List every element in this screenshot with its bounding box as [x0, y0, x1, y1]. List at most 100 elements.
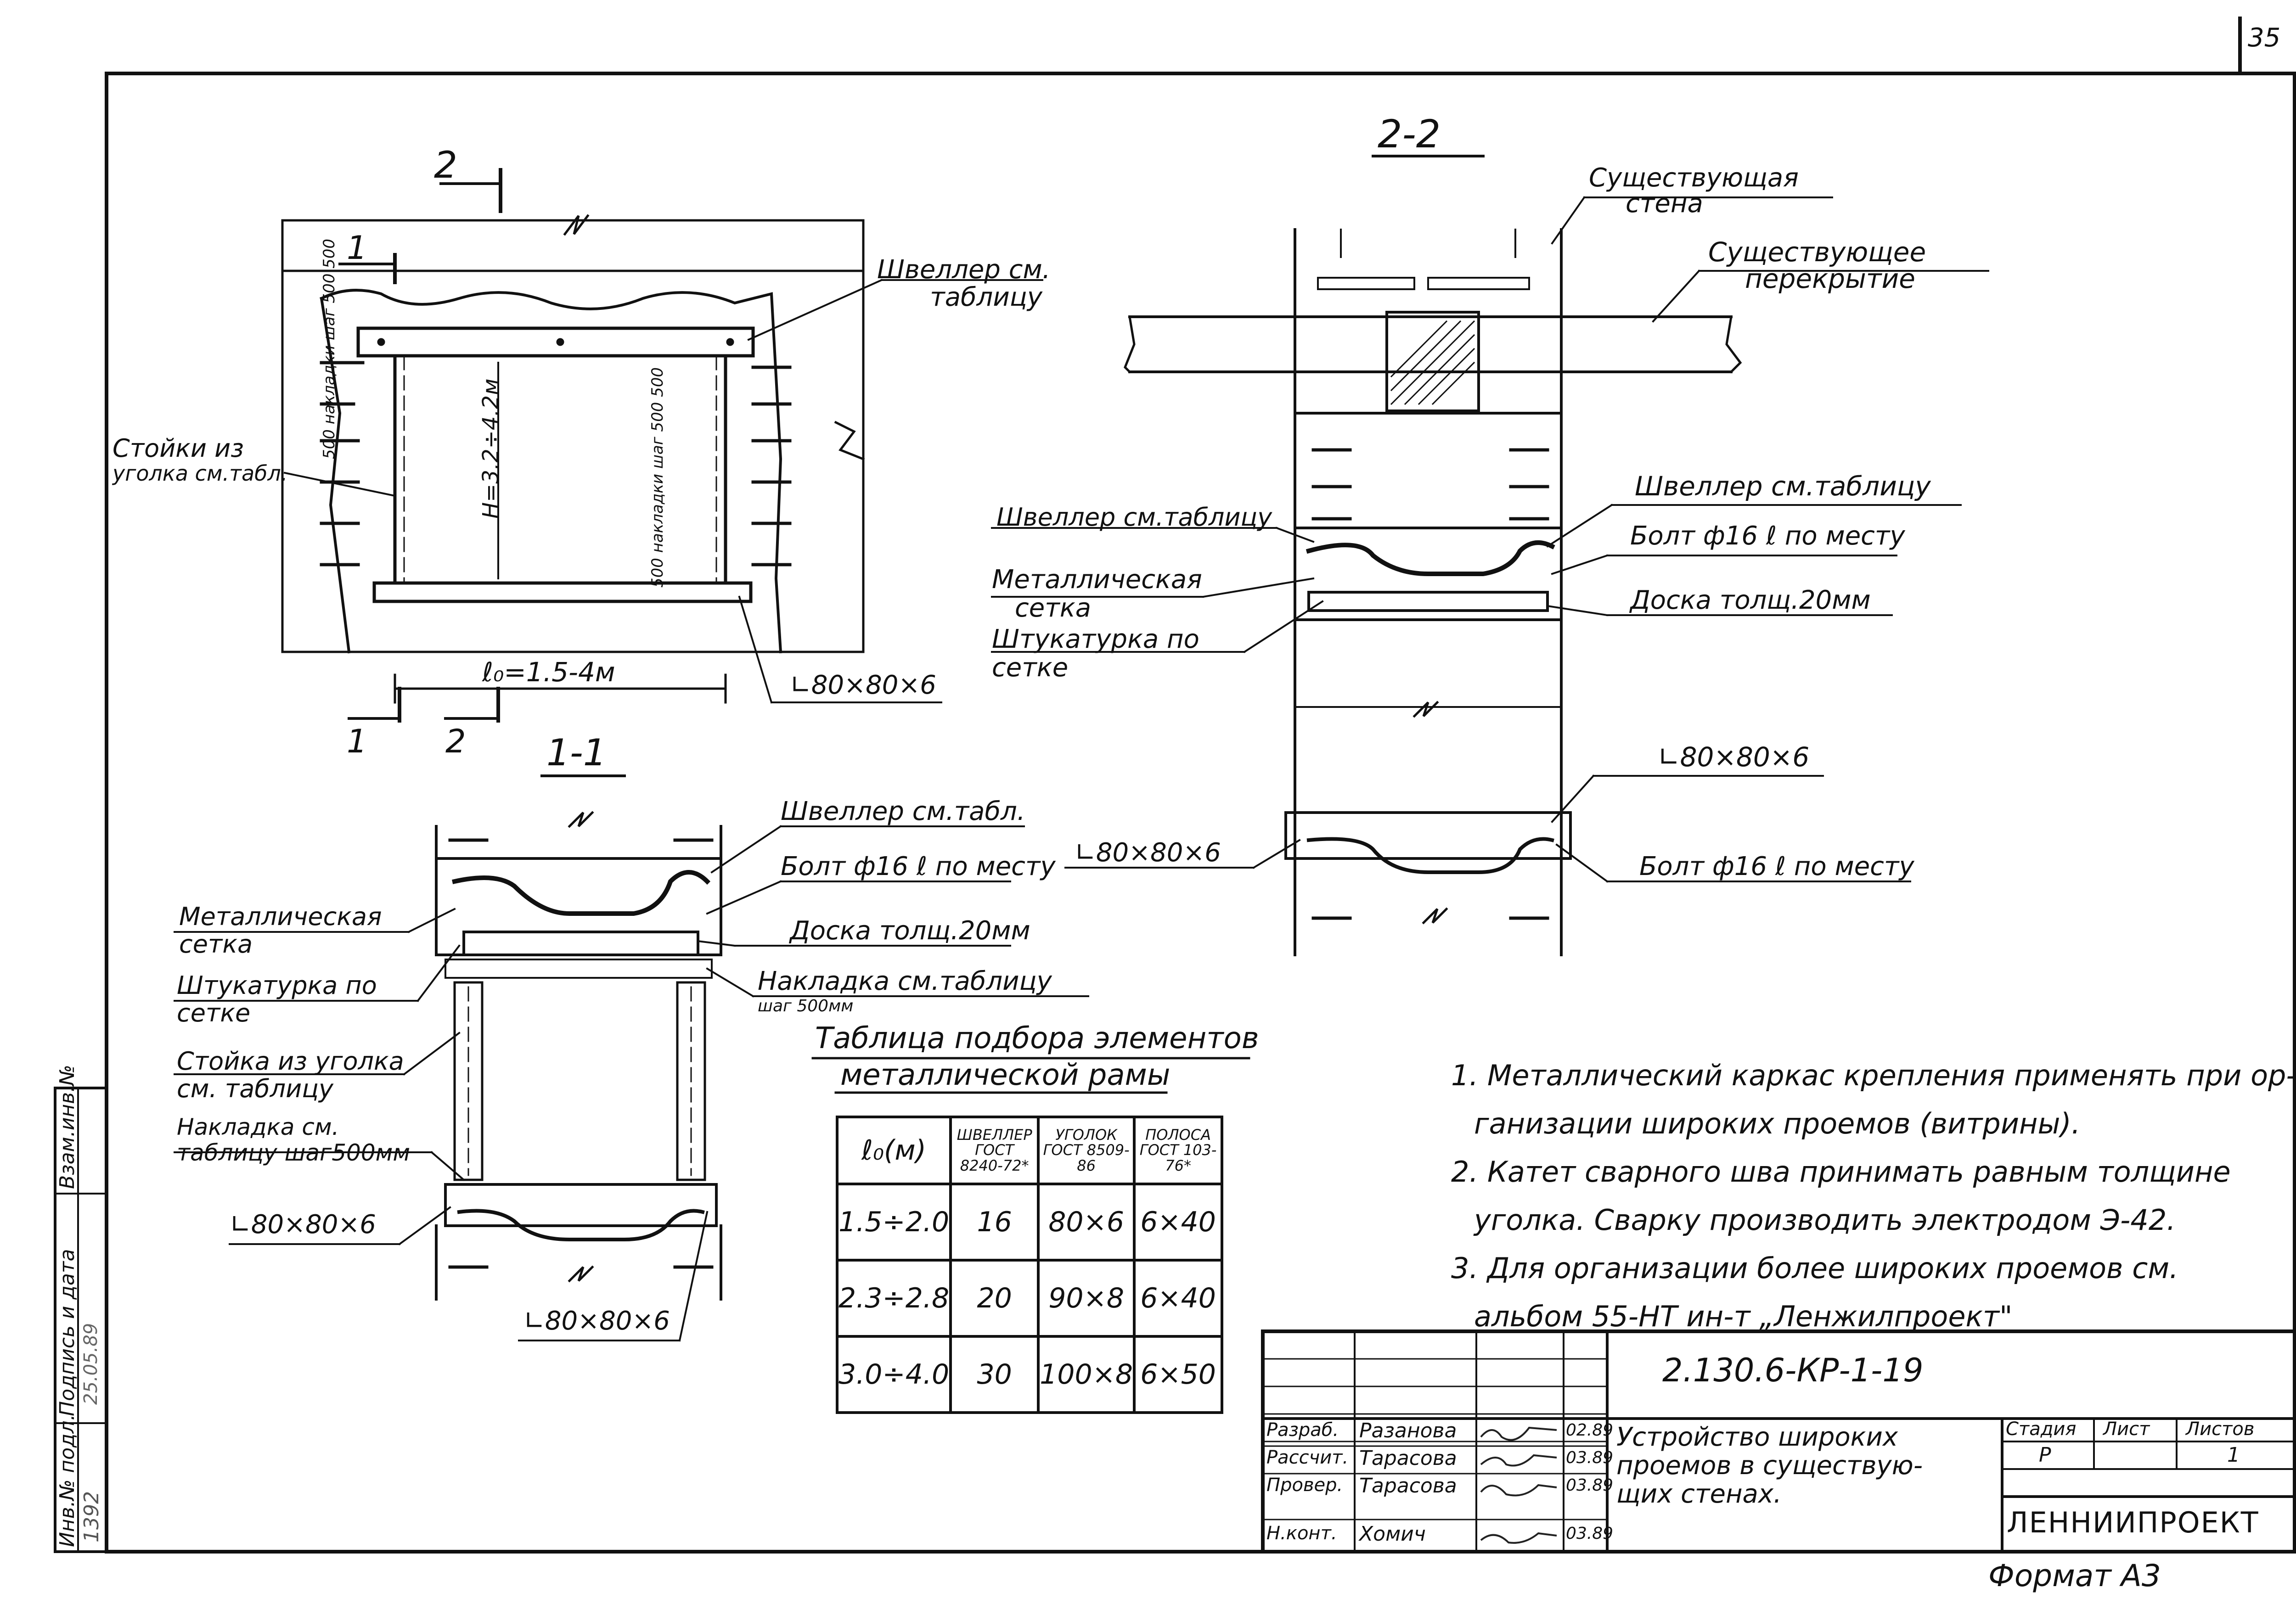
note-line: 3. Для организации более широких проемов…: [1451, 1251, 2178, 1285]
selection-table-title-line1: Таблица подбора элементов: [815, 1021, 1259, 1055]
section-1-1-plaster-line1: Штукатурка по: [177, 971, 377, 1000]
section-2-2-angle-right: ∟80×80×6: [1658, 741, 1810, 773]
section-2-2-existing-slab-line2: перекрытие: [1745, 263, 1915, 294]
side-stamp-inv-label: Инв.№ подл.: [56, 1414, 79, 1547]
sheet-header: Лист: [2103, 1419, 2150, 1440]
sheets-value: 1: [2227, 1443, 2240, 1467]
table-cell: 6×40: [1133, 1183, 1224, 1262]
staff-role: Н.конт.: [1266, 1523, 1337, 1544]
section-2-2-mesh-line1: Металлическая: [992, 565, 1202, 595]
sheets-header: Листов: [2186, 1419, 2255, 1440]
selection-table-header: ШВЕЛЛЕР ГОСТ 8240-72*: [949, 1116, 1040, 1185]
section-1-1-angle-top: ∟80×80×6: [230, 1210, 376, 1240]
section-2-2-bolt-right: Болт ф16 ℓ по месту: [1630, 521, 1905, 551]
section-2-2-channel-right: Швеллер см.таблицу: [1635, 471, 1931, 502]
section-1-1-plaster: Штукатурка по сетке: [177, 973, 377, 1026]
section-2-2-angle-left: ∟80×80×6: [1075, 838, 1221, 868]
elevation-posts-label: Стойки из уголка см.табл.: [113, 436, 288, 484]
elevation-cut-mark-2: 2: [434, 144, 457, 186]
section-2-2-mesh-line2: сетка: [1015, 593, 1092, 623]
note-line: ганизации широких проемов (витрины).: [1474, 1107, 2081, 1140]
sheet-number: 35: [2248, 23, 2281, 53]
section-1-1-board: Доска толщ.20мм: [790, 916, 1030, 946]
drawing-title-line3: щих стенах.: [1616, 1479, 1782, 1509]
section-1-1-post-line2: см. таблицу: [177, 1074, 333, 1103]
section-2-2-existing-wall-line1: Существующая: [1589, 163, 1799, 193]
section-2-2-bolt-bottom: Болт ф16 ℓ по месту: [1639, 852, 1914, 881]
section-1-1-mesh-line2: сетка: [179, 930, 253, 959]
table-cell: 6×40: [1133, 1259, 1224, 1338]
section-2-2-mesh: Металлическая сетка: [992, 567, 1202, 621]
side-stamp-replace-label: Взам.инв.№: [56, 1065, 79, 1189]
elevation-posts-line1: Стойки из: [113, 434, 244, 463]
side-stamp-date-value: 25.05.89: [80, 1323, 101, 1405]
staff-role: Разраб.: [1266, 1419, 1339, 1441]
elevation-span-label: ℓ₀=1.5-4м: [482, 656, 615, 688]
table-row: 1.5÷2.0 16 80×6 6×40: [835, 1183, 1224, 1262]
selection-table: ℓ₀(м) ШВЕЛЛЕР ГОСТ 8240-72* УГОЛОК ГОСТ …: [835, 1116, 1224, 1414]
section-2-2-title: 2-2: [1378, 112, 1441, 157]
table-cell: 16: [949, 1183, 1040, 1262]
table-row: 3.0÷4.0 30 100×8 6×50: [835, 1335, 1224, 1414]
note-line: 1. Металлический каркас крепления примен…: [1451, 1059, 2296, 1092]
stage-header: Стадия: [2006, 1419, 2077, 1440]
section-1-1-channel: Швеллер см.табл.: [781, 796, 1025, 826]
table-cell: 2.3÷2.8: [835, 1259, 952, 1338]
table-cell: 100×8: [1037, 1335, 1136, 1414]
staff-date: 03.89: [1566, 1524, 1614, 1543]
drawing-code: 2.130.6-КР-1-19: [1662, 1352, 1924, 1389]
note-line: уголка. Сварку производить электродом Э-…: [1474, 1203, 2176, 1237]
note-line: 2. Катет сварного шва принимать равным т…: [1451, 1155, 2231, 1189]
selection-table-header: УГОЛОК ГОСТ 8509-86: [1037, 1116, 1136, 1185]
section-1-1-pad-line1: Накладка см.таблицу: [758, 966, 1052, 996]
section-1-1-angle-bottom: ∟80×80×6: [523, 1306, 670, 1336]
section-1-1-post-line1: Стойка из уголка: [177, 1047, 404, 1076]
note-line: альбом 55-НТ ин-т „Ленжилпроект": [1474, 1300, 2013, 1333]
staff-role: Рассчит.: [1266, 1447, 1349, 1468]
selection-table-title-line2: металлической рамы: [840, 1058, 1171, 1092]
section-2-2-plaster-line2: сетке: [992, 653, 1069, 683]
table-row: 2.3÷2.8 20 90×8 6×40: [835, 1259, 1224, 1338]
format-label: Формат А3: [1988, 1558, 2161, 1593]
staff-role: Провер.: [1266, 1475, 1343, 1496]
elevation-posts-line2: уголка см.табл.: [113, 461, 288, 486]
selection-table-header: ℓ₀(м): [835, 1116, 952, 1185]
drawing-title-line1: Устройство широких: [1616, 1422, 1898, 1452]
section-1-1-title: 1-1: [546, 731, 607, 774]
section-1-1-pad2-line1: Накладка см.: [177, 1114, 339, 1140]
elevation-cut-mark-1: 1: [347, 229, 367, 267]
staff-date: 02.89: [1566, 1421, 1614, 1440]
section-2-2-plaster-line1: Штукатурка по: [992, 624, 1199, 654]
section-2-2-board: Доска толщ.20мм: [1630, 585, 1871, 615]
section-1-1-pad: Накладка см.таблицу шаг 500мм: [758, 969, 1052, 1015]
notes: 1. Металлический каркас крепления примен…: [1451, 1051, 2296, 1341]
selection-table-header: ПОЛОСА ГОСТ 103-76*: [1133, 1116, 1224, 1185]
elevation-channel-line1: Швеллер см.: [877, 255, 1051, 285]
staff-name: Тарасова: [1359, 1447, 1457, 1470]
drawing-title: Устройство широких проемов в существую- …: [1616, 1423, 1923, 1509]
staff-name: Разанова: [1359, 1419, 1457, 1442]
drawing-title-line2: проемов в существую-: [1616, 1451, 1923, 1481]
elevation-channel-label: Швеллер см. таблицу: [877, 255, 1051, 310]
elevation-pad-step-left: 500 накладки шаг 500 500: [320, 238, 338, 459]
table-cell: 20: [949, 1259, 1040, 1338]
section-1-1-plaster-line2: сетке: [177, 998, 251, 1027]
table-cell: 3.0÷4.0: [835, 1335, 952, 1414]
section-2-2-channel-left: Швеллер см.таблицу: [996, 503, 1272, 532]
section-1-1-mesh: Металлическая сетка: [179, 904, 382, 957]
section-1-1-pad2-line2: таблицу шаг500мм: [177, 1139, 411, 1166]
elevation-pad-step-right: 500 накладки шаг 500 500: [648, 367, 667, 588]
elevation-cut-mark-1-bottom: 1: [347, 723, 367, 760]
staff-name: Хомич: [1359, 1522, 1426, 1546]
sheet-frame: [105, 72, 2296, 1554]
table-cell: 1.5÷2.0: [835, 1183, 952, 1262]
section-2-2-existing-slab-line1: Существующее: [1708, 236, 1926, 268]
organization-name: ЛЕННИИПРОЕКТ: [2007, 1506, 2259, 1539]
table-cell: 90×8: [1037, 1259, 1136, 1338]
section-1-1-bolt: Болт ф16 ℓ по месту: [781, 852, 1056, 881]
section-2-2-plaster: Штукатурка по сетке: [992, 627, 1199, 681]
staff-date: 03.89: [1566, 1448, 1614, 1467]
side-stamp-sign-label: Подпись и дата: [56, 1249, 79, 1416]
table-cell: 80×6: [1037, 1183, 1136, 1262]
